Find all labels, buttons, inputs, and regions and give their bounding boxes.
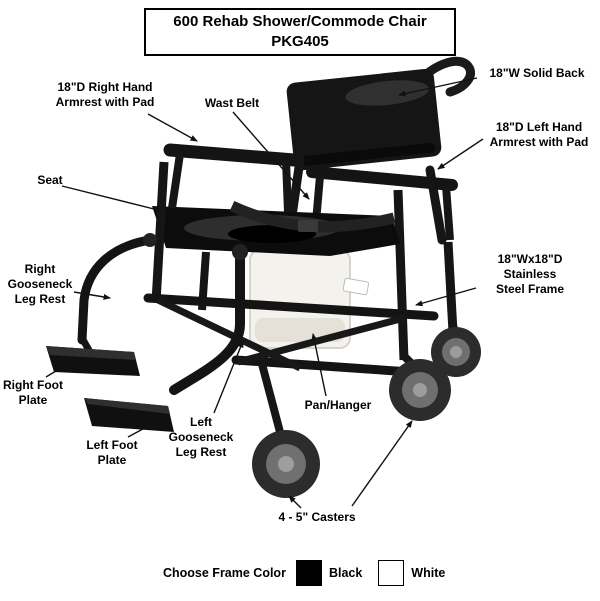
- label-right-foot-plate: Right Foot Plate: [3, 378, 63, 407]
- title-box: 600 Rehab Shower/Commode Chair PKG405: [144, 8, 456, 56]
- arrow-seat: [61, 185, 163, 213]
- belt-buckle: [298, 220, 318, 232]
- product-title: 600 Rehab Shower/Commode Chair: [173, 12, 427, 30]
- chair-illustration: [46, 56, 481, 498]
- label-waist-belt: Wast Belt: [204, 96, 260, 110]
- arrow-casters-right: [351, 420, 413, 507]
- frame-color-chooser-label: Choose Frame Color: [163, 566, 286, 580]
- label-seat: Seat: [37, 173, 63, 187]
- right-gooseneck-leg-rest: [46, 233, 157, 376]
- callout-arrows: [45, 77, 484, 509]
- frame-color-name-white: White: [411, 566, 446, 580]
- arrow-waist-belt: [232, 111, 310, 200]
- arrow-left-gooseneck: [213, 340, 244, 414]
- frame-color-option-white[interactable]: [378, 560, 405, 586]
- label-casters: 4 - 5" Casters: [278, 510, 356, 524]
- arrow-right-foot-plate: [45, 364, 67, 378]
- label-left-armrest: 18"D Left Hand Armrest with Pad: [489, 120, 589, 149]
- push-handle: [411, 56, 476, 97]
- arrow-left-foot-plate: [127, 422, 155, 438]
- arrow-pan-hanger: [311, 333, 327, 397]
- left-hand-armrest: [306, 166, 458, 191]
- arrow-frame: [415, 287, 477, 307]
- label-solid-back: 18"W Solid Back: [489, 66, 585, 80]
- backrest: [286, 68, 442, 171]
- seat: [152, 206, 400, 256]
- frame-color-option-black[interactable]: [295, 560, 322, 586]
- right-hand-armrest: [163, 143, 301, 167]
- arrow-left-armrest: [437, 138, 484, 170]
- label-right-armrest: 18"D Right Hand Armrest with Pad: [55, 80, 155, 109]
- frame-color-chooser: Choose Frame Color Black White: [163, 557, 445, 589]
- label-left-gooseneck: Left Gooseneck Leg Rest: [168, 415, 234, 459]
- frame-color-name-black: Black: [328, 566, 363, 580]
- arrow-solid-back: [398, 77, 478, 97]
- casters: [252, 317, 481, 498]
- label-pan-hanger: Pan/Hanger: [304, 398, 372, 412]
- label-right-gooseneck: Right Gooseneck Leg Rest: [7, 262, 73, 306]
- left-gooseneck-leg-rest: [84, 244, 248, 432]
- product-sku: PKG405: [271, 33, 329, 50]
- frame-mid-rail: [143, 293, 439, 321]
- arrow-casters-front: [288, 495, 302, 509]
- label-frame: 18"Wx18"D Stainless Steel Frame: [495, 252, 565, 296]
- product-sticker: [342, 277, 370, 296]
- arrow-right-gooseneck: [73, 291, 111, 300]
- arrow-right-armrest: [147, 113, 198, 142]
- label-left-foot-plate: Left Foot Plate: [86, 438, 138, 467]
